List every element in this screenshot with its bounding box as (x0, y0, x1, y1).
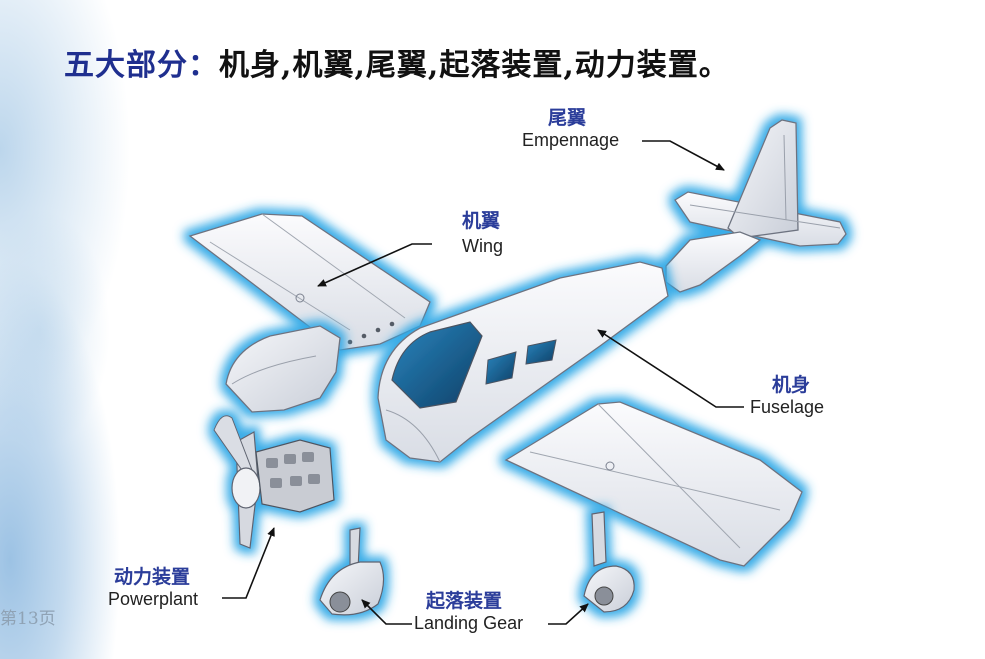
landing-gear-label-zh: 起落装置 (426, 590, 503, 612)
landing-gear-arrow-left (361, 599, 412, 625)
right-wing-part (504, 401, 803, 567)
slide-title: 五大部分：机身,机翼,尾翼,起落装置,动力装置。 (64, 40, 730, 84)
powerplant-part (213, 415, 335, 549)
nose-gear-part (319, 527, 385, 616)
empennage-label-zh: 尾翼 (548, 107, 587, 129)
fuselage-arrow (597, 329, 744, 408)
empennage-arrow (642, 140, 725, 171)
fuselage-label-zh: 机身 (772, 374, 811, 396)
wing-arrow (317, 243, 432, 287)
title-parts: 机身,机翼,尾翼,起落装置,动力装置。 (219, 48, 730, 83)
powerplant-label-en: Powerplant (108, 589, 199, 609)
powerplant-label-zh: 动力装置 (114, 566, 191, 588)
wing-label-en: Wing (462, 236, 504, 256)
empennage-part (665, 119, 847, 293)
empennage-label-en: Empennage (522, 130, 620, 150)
powerplant-arrow (222, 527, 275, 599)
fuselage-part (377, 261, 669, 463)
title-lead: 五大部分 (64, 48, 188, 83)
landing-gear-arrow-right (548, 603, 589, 625)
page-number: 第13页 (0, 609, 56, 629)
left-wing-part (188, 213, 431, 351)
wing-label-zh: 机翼 (462, 210, 501, 232)
fuselage-label-en: Fuselage (750, 397, 825, 417)
main-gear-part (583, 511, 635, 613)
landing-gear-label-en: Landing Gear (414, 613, 524, 633)
engine-cowling-part (225, 325, 341, 413)
title-colon: ： (188, 48, 219, 83)
